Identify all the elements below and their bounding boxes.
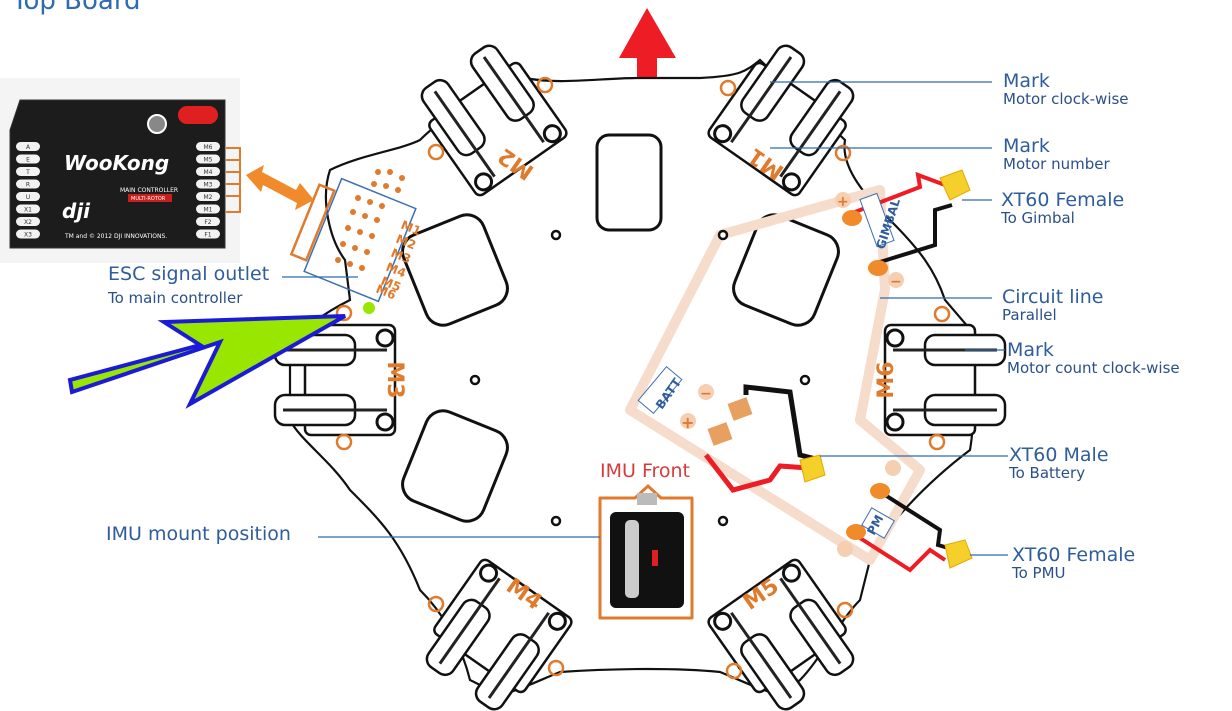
mc-port-label: M4 — [204, 169, 213, 176]
mc-badge: MULTI-ROTOR — [131, 196, 166, 202]
mc-port-left-x2 — [16, 217, 40, 226]
page-title: Top Board — [12, 0, 141, 16]
batt-plus: + — [681, 413, 694, 432]
mc-port-right-m5 — [196, 154, 220, 164]
batt-minus: − — [700, 386, 712, 402]
mc-port-label: M5 — [204, 157, 213, 164]
label-imu-front: IMU Front — [600, 460, 690, 482]
label-mark-motor-count: Mark Motor count clock-wise — [1007, 339, 1180, 377]
mc-copyright: TM and © 2012 DJI INNOVATIONS. — [64, 233, 167, 240]
esc-pin-block — [289, 169, 417, 303]
orange-double-arrow-icon — [246, 165, 314, 210]
mc-subtitle: MAIN CONTROLLER — [120, 187, 178, 194]
xt60-gimbal-connector — [939, 169, 971, 201]
xt60-battery-connector — [799, 454, 826, 483]
mc-port-right-f1 — [196, 229, 220, 239]
red-up-arrow-icon — [619, 8, 676, 80]
mc-port-label: M6 — [204, 144, 213, 151]
label-circuit-line: Circuit line Parallel — [1002, 286, 1104, 324]
mc-port-label: E — [26, 157, 30, 164]
motor-mount-m2 — [420, 44, 568, 197]
mc-port-label: F1 — [204, 232, 211, 239]
mc-port-left-a — [16, 142, 40, 151]
mc-port-right-m6 — [196, 142, 220, 151]
imu-module — [598, 484, 694, 620]
label-mark-motor-number: Mark Motor number — [1003, 135, 1110, 173]
label-esc-signal-outlet: ESC signal outlet To main controller — [108, 263, 270, 307]
mc-port-label: X1 — [24, 207, 32, 214]
label-xt60-female-gimbal: XT60 Female To Gimbal — [1001, 189, 1125, 227]
mc-port-left-t — [16, 167, 40, 176]
motor-label-m3: M3 — [382, 361, 407, 398]
mc-port-right-m2 — [196, 192, 220, 201]
label-xt60-female-pmu: XT60 Female To PMU — [1012, 544, 1136, 582]
main-controller: WooKong MAIN CONTROLLER MULTI-ROTOR dji … — [0, 78, 241, 263]
label-imu-mount-position: IMU mount position — [106, 523, 291, 545]
label-mark-clockwise: Mark Motor clock-wise — [1003, 70, 1129, 108]
motor-mount-m1 — [707, 44, 855, 197]
motor-label-m6: M6 — [874, 361, 899, 398]
xt60-pmu-connector — [944, 539, 973, 569]
mc-port-label: M1 — [204, 207, 213, 214]
mc-logo: dji — [62, 199, 91, 223]
battery-wiring — [637, 366, 826, 493]
mc-port-right-m4 — [196, 167, 220, 176]
mc-port-left-u — [16, 192, 40, 201]
leader-lines — [282, 81, 1008, 556]
label-xt60-male-battery: XT60 Male To Battery — [1009, 444, 1109, 482]
mc-port-label: T — [25, 169, 30, 176]
mc-port-label: U — [26, 194, 30, 201]
mc-port-left-r — [16, 179, 40, 189]
mc-port-left-x3 — [16, 229, 40, 239]
motor-mount-m5 — [707, 558, 855, 711]
mounting-holes — [469, 229, 811, 527]
mc-port-right-m3 — [196, 179, 220, 189]
mc-brand: WooKong — [64, 151, 169, 175]
motor-mount-m6 — [883, 323, 1007, 437]
gimbal-minus: − — [890, 274, 902, 290]
mc-port-left-e — [16, 154, 40, 164]
mc-port-label: R — [26, 182, 30, 189]
pm-wiring — [837, 460, 973, 573]
rotation-marks — [335, 76, 951, 680]
mc-port-right-m1 — [196, 204, 220, 214]
mc-port-label: M2 — [204, 194, 213, 201]
mc-port-left-x1 — [16, 204, 40, 214]
gimbal-wiring — [835, 169, 971, 288]
board-cutouts — [401, 133, 840, 523]
green-dot — [363, 302, 375, 314]
mc-port-label: F2 — [204, 219, 211, 226]
mc-port-label: X2 — [24, 219, 32, 226]
motor-mount-m4 — [425, 558, 573, 711]
mc-port-label: X3 — [24, 232, 32, 239]
green-pointer-arrow-icon — [67, 314, 346, 409]
gimbal-plus: + — [837, 194, 849, 210]
mc-port-right-f2 — [196, 217, 220, 226]
mc-port-label: M3 — [204, 182, 213, 189]
mc-port-label: A — [26, 144, 31, 151]
